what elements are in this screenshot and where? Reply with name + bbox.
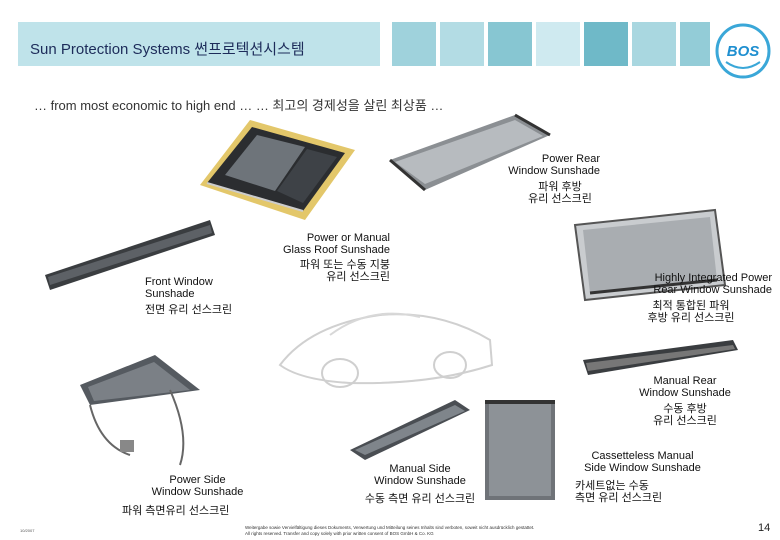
manual-rear-label-ko: 수동 후방 유리 선스크린 <box>653 403 717 427</box>
highly-integrated-label-en: Highly Integrated Power Rear Window Suns… <box>653 272 772 296</box>
bos-logo: BOS <box>715 23 771 79</box>
power-side-label: Power Side Window Sunshade <box>140 474 255 498</box>
front-window-sunshade-image <box>45 220 215 290</box>
page-number: 14 <box>758 522 771 534</box>
manual-side-label-ko: 수동 측면 유리 선스크린 <box>364 493 476 505</box>
highly-integrated-label: Highly Integrated Power Rear Window Suns… <box>600 272 772 324</box>
footer-legal: Weitergabe sowie Vervielfältigung dieses… <box>245 525 535 536</box>
cassetteless-label-ko: 카세트없는 수동 측면 유리 선스크린 <box>575 480 663 504</box>
cassetteless-sunshade-image <box>485 400 555 500</box>
bos-logo-text: BOS <box>727 43 760 60</box>
car-sketch-image <box>278 312 494 388</box>
title-bar <box>18 22 380 66</box>
footer-date: 10/2007 <box>20 528 35 533</box>
power-rear-sunshade-image <box>389 113 551 192</box>
cassetteless-label: Cassetteless Manual Side Window Sunshade… <box>565 450 720 504</box>
power-side-label-ko: 파워 측면유리 선스크린 <box>122 505 230 517</box>
glass-roof-sunshade-image <box>200 120 355 220</box>
decor-square <box>392 22 436 66</box>
power-rear-label: Power Rear Window Sunshade 파워 후방 유리 선스크린 <box>480 153 600 205</box>
decor-square <box>488 22 532 66</box>
decor-square <box>440 22 484 66</box>
manual-rear-label-en: Manual Rear Window Sunshade <box>639 375 731 399</box>
page-title: Sun Protection Systems 썬프로텍션시스템 <box>30 41 305 58</box>
manual-rear-sunshade-image <box>583 340 738 375</box>
front-window-label: Front Window Sunshade 전면 유리 선스크린 <box>145 276 232 316</box>
front-window-label-en: Front Window Sunshade <box>145 276 213 300</box>
manual-side-sunshade-image <box>350 400 470 460</box>
glass-roof-label-ko: 파워 또는 수동 지붕 유리 선스크린 <box>299 259 390 283</box>
power-side-label-en: Power Side Window Sunshade <box>151 474 244 498</box>
decor-square <box>680 22 710 66</box>
decor-square <box>536 22 580 66</box>
manual-side-label: Manual Side Window Sunshade 수동 측면 유리 선스크… <box>340 463 500 505</box>
power-side-sunshade-image <box>80 355 200 466</box>
manual-side-label-en: Manual Side Window Sunshade <box>374 463 466 487</box>
highly-integrated-label-ko: 최적 통합된 파워 후방 유리 선스크린 <box>647 300 735 324</box>
decor-square <box>584 22 628 66</box>
manual-rear-label: Manual Rear Window Sunshade 수동 후방 유리 선스크… <box>630 375 740 427</box>
highly-integrated-sunshade-image <box>573 208 727 302</box>
glass-roof-label: Power or Manual Glass Roof Sunshade 파워 또… <box>262 232 390 283</box>
front-window-label-ko: 전면 유리 선스크린 <box>145 304 233 316</box>
power-rear-label-en: Power Rear Window Sunshade <box>508 153 600 177</box>
glass-roof-label-en: Power or Manual Glass Roof Sunshade <box>282 232 390 256</box>
cassetteless-label-en: Cassetteless Manual Side Window Sunshade <box>584 450 701 474</box>
decor-square <box>632 22 676 66</box>
subtitle: … from most economic to high end … … 최고의… <box>34 98 444 113</box>
power-rear-label-ko: 파워 후방 유리 선스크린 <box>528 181 592 205</box>
